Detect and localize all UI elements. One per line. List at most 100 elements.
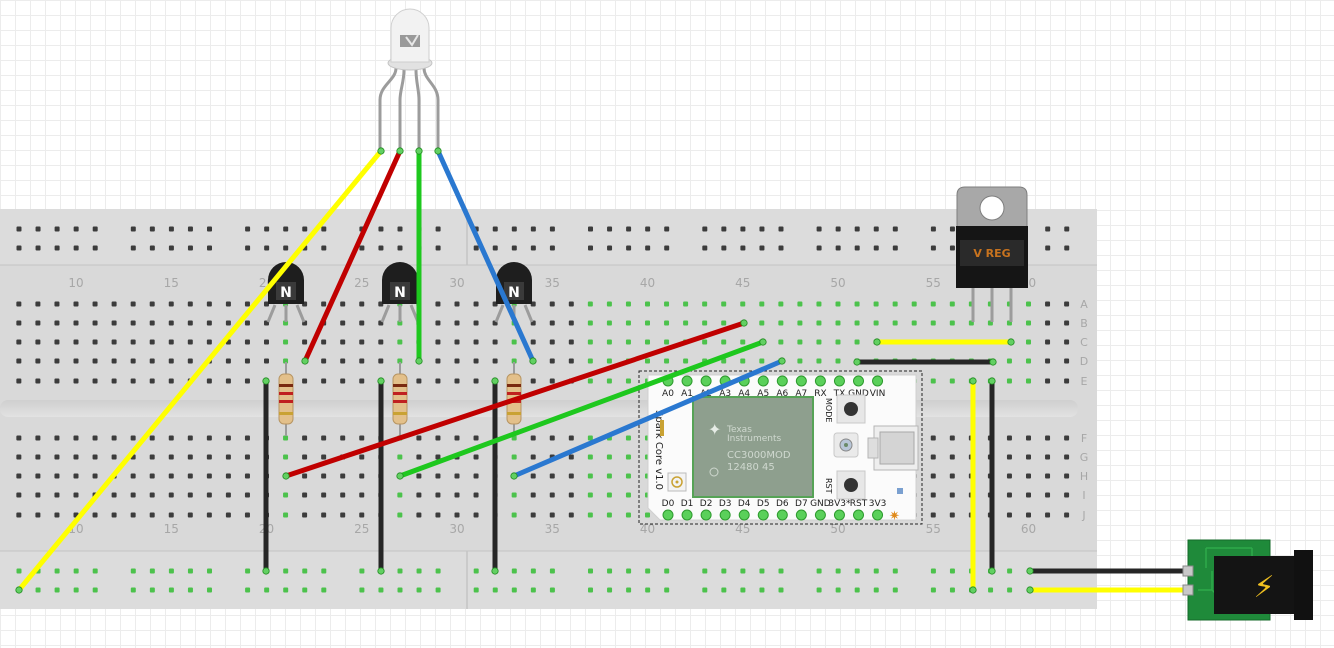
breadboard-hole[interactable] xyxy=(35,512,41,518)
rail-hole[interactable] xyxy=(73,226,79,232)
breadboard-hole[interactable] xyxy=(1064,512,1070,518)
wire-endpoint[interactable] xyxy=(873,338,881,346)
breadboard-hole[interactable] xyxy=(454,435,460,441)
breadboard-hole[interactable] xyxy=(111,339,117,345)
rail-hole[interactable] xyxy=(283,587,289,593)
wire-endpoint[interactable] xyxy=(1007,338,1015,346)
breadboard-hole[interactable] xyxy=(397,512,403,518)
breadboard-hole[interactable] xyxy=(397,454,403,460)
rail-hole[interactable] xyxy=(892,226,898,232)
wire-endpoint[interactable] xyxy=(491,377,499,385)
rail-hole[interactable] xyxy=(302,226,308,232)
pin-pad[interactable] xyxy=(776,375,788,387)
breadboard-hole[interactable] xyxy=(92,512,98,518)
rail-hole[interactable] xyxy=(54,568,60,574)
breadboard-hole[interactable] xyxy=(606,473,612,479)
rail-hole[interactable] xyxy=(816,568,822,574)
breadboard-hole[interactable] xyxy=(359,320,365,326)
breadboard-hole[interactable] xyxy=(511,339,517,345)
breadboard-hole[interactable] xyxy=(168,512,174,518)
breadboard-hole[interactable] xyxy=(702,339,708,345)
rail-hole[interactable] xyxy=(130,245,136,251)
rail-hole[interactable] xyxy=(664,245,670,251)
breadboard-hole[interactable] xyxy=(873,320,879,326)
rail-hole[interactable] xyxy=(530,245,536,251)
rail-hole[interactable] xyxy=(854,245,860,251)
rail-hole[interactable] xyxy=(988,587,994,593)
breadboard-hole[interactable] xyxy=(340,473,346,479)
breadboard-hole[interactable] xyxy=(187,473,193,479)
rail-hole[interactable] xyxy=(530,226,536,232)
wire-endpoint[interactable] xyxy=(377,147,385,155)
pin-pad[interactable] xyxy=(872,509,884,521)
breadboard-hole[interactable] xyxy=(835,358,841,364)
breadboard-hole[interactable] xyxy=(454,473,460,479)
breadboard-hole[interactable] xyxy=(73,358,79,364)
breadboard-hole[interactable] xyxy=(930,473,936,479)
breadboard-hole[interactable] xyxy=(302,454,308,460)
breadboard-hole[interactable] xyxy=(264,358,269,364)
rail-hole[interactable] xyxy=(1064,245,1070,251)
wire-endpoint[interactable] xyxy=(415,357,423,365)
rail-hole[interactable] xyxy=(759,226,765,232)
wire-endpoint[interactable] xyxy=(989,358,997,366)
breadboard-hole[interactable] xyxy=(930,378,936,384)
breadboard-hole[interactable] xyxy=(416,473,422,479)
breadboard-hole[interactable] xyxy=(1045,339,1051,345)
wire-endpoint[interactable] xyxy=(15,586,23,594)
breadboard-hole[interactable] xyxy=(225,473,231,479)
breadboard-hole[interactable] xyxy=(549,339,555,345)
rail-hole[interactable] xyxy=(892,587,898,593)
breadboard-hole[interactable] xyxy=(835,301,841,307)
breadboard-hole[interactable] xyxy=(949,473,955,479)
rail-hole[interactable] xyxy=(73,245,79,251)
breadboard-hole[interactable] xyxy=(130,301,136,307)
breadboard-hole[interactable] xyxy=(568,358,574,364)
wire-endpoint[interactable] xyxy=(377,567,385,575)
breadboard-hole[interactable] xyxy=(1045,512,1051,518)
rail-hole[interactable] xyxy=(245,568,251,574)
breadboard-hole[interactable] xyxy=(378,358,384,364)
breadboard-hole[interactable] xyxy=(54,301,60,307)
rail-hole[interactable] xyxy=(816,587,822,593)
breadboard-hole[interactable] xyxy=(1026,301,1031,307)
breadboard-hole[interactable] xyxy=(549,320,555,326)
breadboard-hole[interactable] xyxy=(702,301,708,307)
rail-hole[interactable] xyxy=(664,226,670,232)
rail-hole[interactable] xyxy=(645,226,651,232)
breadboard-hole[interactable] xyxy=(587,358,593,364)
breadboard-hole[interactable] xyxy=(740,339,746,345)
wire-endpoint[interactable] xyxy=(377,377,385,385)
breadboard-hole[interactable] xyxy=(454,339,460,345)
breadboard-hole[interactable] xyxy=(530,378,536,384)
breadboard-hole[interactable] xyxy=(340,358,346,364)
rail-hole[interactable] xyxy=(930,226,936,232)
rail-hole[interactable] xyxy=(949,226,955,232)
breadboard-hole[interactable] xyxy=(321,492,327,498)
rail-hole[interactable] xyxy=(588,245,593,251)
breadboard-hole[interactable] xyxy=(264,301,269,307)
rail-hole[interactable] xyxy=(397,587,403,593)
rail-hole[interactable] xyxy=(264,245,270,251)
breadboard-hole[interactable] xyxy=(645,512,650,518)
breadboard-hole[interactable] xyxy=(625,320,631,326)
breadboard-hole[interactable] xyxy=(797,301,803,307)
breadboard-hole[interactable] xyxy=(302,512,308,518)
breadboard-hole[interactable] xyxy=(168,435,174,441)
rail-hole[interactable] xyxy=(245,587,251,593)
breadboard-hole[interactable] xyxy=(225,492,231,498)
breadboard-hole[interactable] xyxy=(435,435,441,441)
breadboard-hole[interactable] xyxy=(359,512,365,518)
wire-green[interactable] xyxy=(397,148,766,479)
breadboard-hole[interactable] xyxy=(283,512,289,518)
rail-hole[interactable] xyxy=(530,568,536,574)
rail-hole[interactable] xyxy=(54,226,60,232)
rail-hole[interactable] xyxy=(949,245,955,251)
breadboard-hole[interactable] xyxy=(1006,492,1012,498)
breadboard-hole[interactable] xyxy=(454,358,460,364)
breadboard-hole[interactable] xyxy=(473,435,479,441)
rail-hole[interactable] xyxy=(626,245,632,251)
rail-hole[interactable] xyxy=(168,568,174,574)
breadboard-hole[interactable] xyxy=(16,512,22,518)
breadboard-hole[interactable] xyxy=(168,378,174,384)
